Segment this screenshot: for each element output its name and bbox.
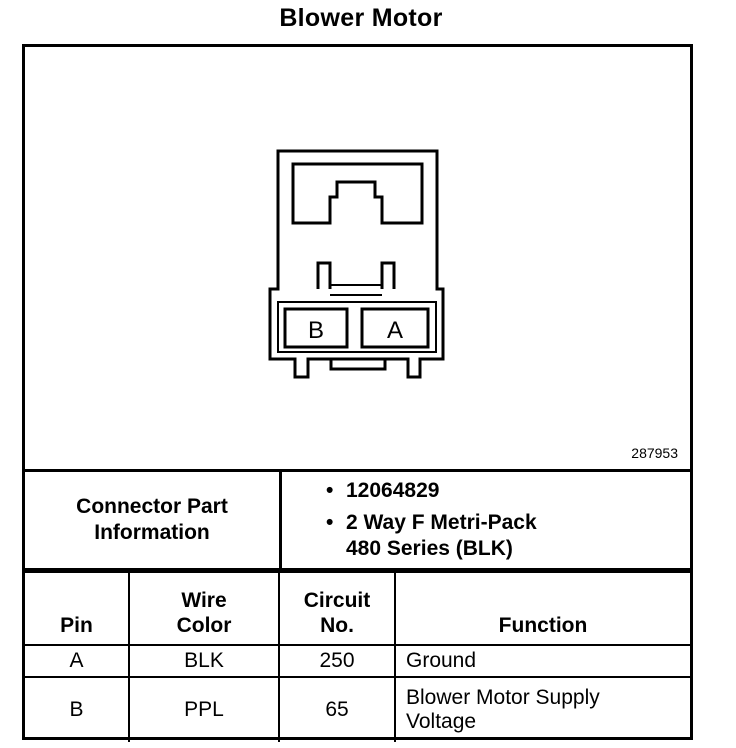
table-row: A BLK 250 Ground: [25, 644, 690, 678]
list-item: • 12064829: [282, 478, 682, 504]
part-number: 12064829: [346, 479, 440, 502]
figure-number: 287953: [631, 445, 678, 461]
cavity-a-label: A: [387, 317, 403, 344]
cavity-frame: [277, 301, 437, 353]
cell-circuit: 250: [278, 644, 396, 678]
cell-function: Blower Motor Supply Voltage: [394, 676, 690, 742]
header-wire-color: Wire Color: [128, 571, 280, 646]
connector-info-label-line1: Connector Part: [76, 495, 228, 518]
cell-pin: A: [25, 644, 130, 678]
cavity-b: [283, 307, 349, 349]
cell-function: Ground: [394, 644, 690, 678]
connector-type-line2: 480 Series (BLK): [346, 537, 513, 560]
header-pin: Pin: [25, 571, 130, 646]
connector-info-label-line2: Information: [94, 521, 210, 544]
connector-frame: B A 287953 Connector Part Information • …: [22, 44, 693, 742]
cell-wire-color: BLK: [128, 644, 280, 678]
connector-info-label: Connector Part Information: [25, 472, 282, 568]
header-circuit-no: Circuit No.: [278, 571, 396, 646]
connector-key-slot: [329, 359, 387, 371]
cavity-b-label: B: [308, 317, 324, 344]
connector-left-tab: [316, 261, 332, 289]
cavity-a: [360, 307, 430, 349]
cell-pin: B: [25, 676, 130, 742]
cell-circuit: 65: [278, 676, 396, 742]
table-row: B PPL 65 Blower Motor Supply Voltage: [25, 676, 690, 742]
connector-type-line1: 2 Way F Metri-Pack: [346, 511, 537, 534]
connector-info-list: • 12064829 • 2 Way F Metri-Pack 480 Seri…: [282, 478, 682, 562]
bullet-icon: •: [326, 511, 334, 534]
table-header-row: Pin Wire Color Circuit No. Function: [25, 571, 690, 646]
cell-wire-color: PPL: [128, 676, 280, 742]
connector-body-outline: [268, 149, 445, 379]
list-item: • 2 Way F Metri-Pack 480 Series (BLK): [282, 510, 682, 562]
connector-diagram: B A 287953: [25, 47, 690, 472]
bullet-icon: •: [326, 479, 334, 502]
connector-drawing: B A: [268, 149, 445, 379]
connector-right-tab: [380, 261, 396, 289]
page-title: Blower Motor: [279, 4, 443, 32]
pinout-table: Pin Wire Color Circuit No. Function A: [25, 571, 690, 742]
connector-latch-window: [291, 162, 424, 225]
header-function: Function: [394, 571, 690, 646]
connector-info-row: Connector Part Information • 12064829 • …: [25, 472, 690, 571]
